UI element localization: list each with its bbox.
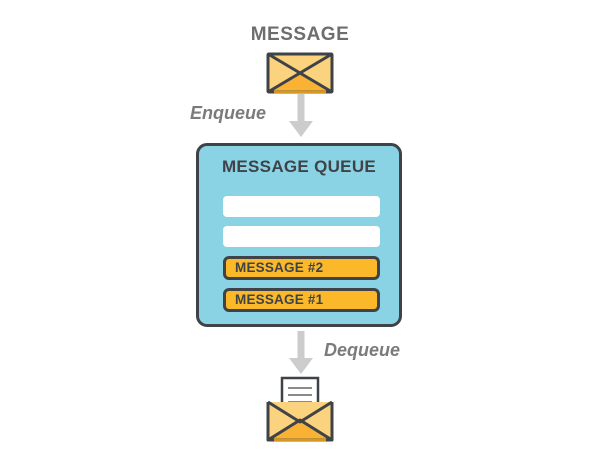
arrow-down-icon <box>288 94 314 143</box>
queue-title: MESSAGE QUEUE <box>221 157 377 176</box>
queue-slot-label: MESSAGE #2 <box>235 260 324 276</box>
envelope-closed-icon <box>266 52 334 99</box>
queue-slot-empty <box>223 196 380 217</box>
queue-slot-message[interactable]: MESSAGE #1 <box>223 288 380 312</box>
enqueue-label: Enqueue <box>190 103 267 123</box>
dequeue-label: Dequeue <box>324 340 401 360</box>
envelope-open-letter-icon <box>264 376 336 449</box>
arrow-down-icon <box>288 331 314 380</box>
message-queue-box: MESSAGE QUEUE MESSAGE #2 MESSAGE #1 <box>196 143 402 327</box>
queue-slot-message[interactable]: MESSAGE #2 <box>223 256 380 280</box>
queue-slot-label: MESSAGE #1 <box>235 292 324 308</box>
page-title: MESSAGE <box>250 24 350 45</box>
queue-slot-list: MESSAGE #2 MESSAGE #1 <box>223 196 380 320</box>
queue-slot-empty <box>223 226 380 247</box>
